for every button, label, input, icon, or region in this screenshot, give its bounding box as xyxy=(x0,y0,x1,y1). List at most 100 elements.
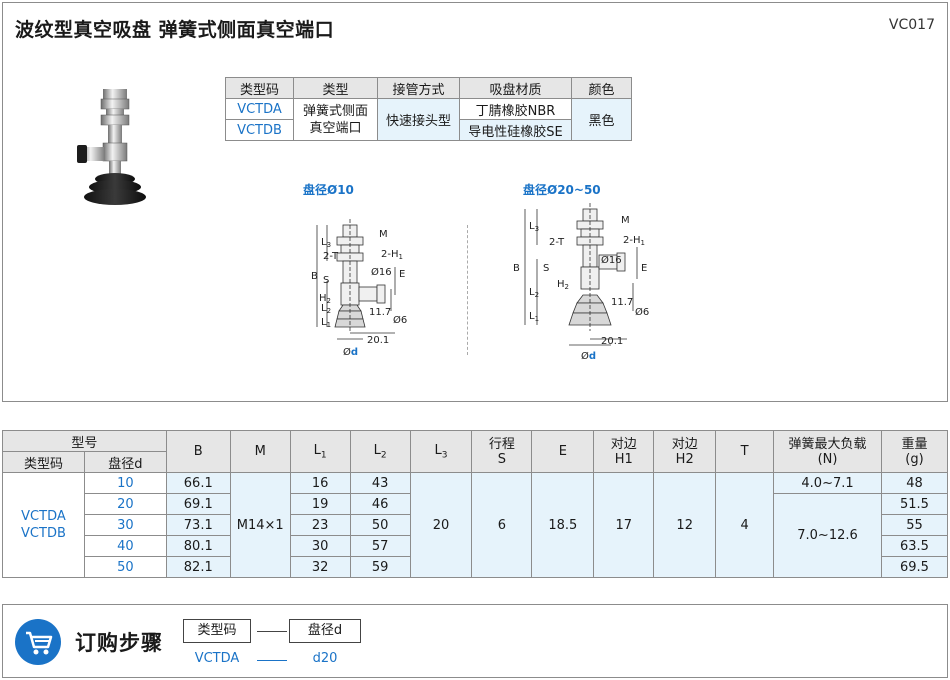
cell-L2: 50 xyxy=(349,514,411,536)
dim-d-right: Ød xyxy=(581,350,596,362)
cell-d: 10 xyxy=(83,472,167,494)
cell-B: 69.1 xyxy=(165,493,231,515)
cell-L2: 57 xyxy=(349,535,411,557)
spec-header-type: 类型 xyxy=(293,77,378,99)
cell-L1: 16 xyxy=(289,472,351,494)
cart-icon xyxy=(15,619,61,665)
dim-L3-left: L3 xyxy=(321,237,331,249)
header-B: B xyxy=(165,430,231,473)
cell-M: M14×1 xyxy=(229,472,291,578)
dim-L3-right: L3 xyxy=(529,221,539,233)
header-model: 型号 xyxy=(2,430,167,452)
table-row: 30 73.1 23 50 55 xyxy=(3,514,949,536)
dim-d6-left: Ø6 xyxy=(393,314,407,326)
order-panel: 订购步骤 类型码 盘径d VCTDA d20 xyxy=(2,604,948,678)
dim-S-left: S xyxy=(323,275,329,286)
cell-B: 80.1 xyxy=(165,535,231,557)
order-title: 订购步骤 xyxy=(75,631,163,655)
spec-material-se: 导电性硅橡胶SE xyxy=(459,119,572,141)
dim-L1-right: L1 xyxy=(529,311,539,323)
cell-H1: 17 xyxy=(593,472,655,578)
cell-L2: 46 xyxy=(349,493,411,515)
product-panel: 波纹型真空吸盘 弹簧式侧面真空端口 VC017 xyxy=(2,2,948,402)
dim-d16-right: Ø16 xyxy=(601,254,622,266)
spec-table: 类型码 类型 接管方式 吸盘材质 颜色 VCTDA 弹簧式侧面 真空端口 快速接… xyxy=(225,77,632,141)
spec-type: 弹簧式侧面 真空端口 xyxy=(293,98,378,141)
cell-d: 20 xyxy=(83,493,167,515)
order-example-type-code: VCTDA xyxy=(194,651,240,666)
cell-B: 73.1 xyxy=(165,514,231,536)
dim-M-right: M xyxy=(621,215,630,226)
spec-header-connection: 接管方式 xyxy=(377,77,460,99)
cell-L2: 43 xyxy=(349,472,411,494)
dim-L2-right: L2 xyxy=(529,287,539,299)
cell-L1: 23 xyxy=(289,514,351,536)
cell-d: 40 xyxy=(83,535,167,557)
dim-S-right: S xyxy=(543,263,549,274)
cell-B: 82.1 xyxy=(165,556,231,578)
header-L1: L1 xyxy=(289,430,351,473)
dim-H2-right: H2 xyxy=(557,279,569,291)
order-connector xyxy=(257,631,287,632)
dim-201-left: 20.1 xyxy=(367,335,389,346)
dim-d6-right: Ø6 xyxy=(635,306,649,318)
header-E: E xyxy=(531,430,595,473)
spec-type-line1: 弹簧式侧面 xyxy=(302,103,368,119)
dim-L2-left: L2 xyxy=(321,303,331,315)
dim-H1-right: 2-H1 xyxy=(623,235,645,247)
dim-201-right: 20.1 xyxy=(601,336,623,347)
cell-T: 4 xyxy=(715,472,775,578)
cell-H2: 12 xyxy=(653,472,717,578)
header-T: T xyxy=(715,430,775,473)
cell-load: 7.0~12.6 xyxy=(773,493,882,578)
cell-L1: 32 xyxy=(289,556,351,578)
header-type-code: 类型码 xyxy=(2,451,85,473)
spec-header-color: 颜色 xyxy=(571,77,632,99)
table-row: 50 82.1 32 59 69.5 xyxy=(3,556,949,578)
header-L2: L2 xyxy=(349,430,411,473)
dim-M-left: M xyxy=(379,229,388,240)
cell-weight: 48 xyxy=(880,472,949,494)
order-example-connector xyxy=(257,660,287,661)
spec-type-code-a: VCTDA xyxy=(225,98,294,120)
spec-connection: 快速接头型 xyxy=(377,98,460,141)
cell-weight: 55 xyxy=(880,514,949,536)
order-field-type-code: 类型码 xyxy=(183,619,251,643)
cell-weight: 63.5 xyxy=(880,535,949,557)
spec-material-nbr: 丁腈橡胶NBR xyxy=(459,98,572,120)
drawing-separator xyxy=(467,225,468,355)
dim-L1-left: L1 xyxy=(321,317,331,329)
cell-L3: 20 xyxy=(409,472,473,578)
dim-T-left: 2-T xyxy=(323,251,339,262)
cell-L1: 30 xyxy=(289,535,351,557)
spec-color: 黑色 xyxy=(571,98,632,141)
drawing-d20-50: B L3 L2 L1 2-T S H2 M 2-H1 Ø16 E 11.7 Ø6… xyxy=(513,203,649,362)
page-title: 波纹型真空吸盘 弹簧式侧面真空端口 xyxy=(15,19,335,41)
spec-type-line2: 真空端口 xyxy=(309,120,362,136)
drawing-label-d10: 盘径Ø10 xyxy=(303,183,354,197)
spec-header-material: 吸盘材质 xyxy=(459,77,572,99)
cell-d: 30 xyxy=(83,514,167,536)
cell-L2: 59 xyxy=(349,556,411,578)
cell-S: 6 xyxy=(471,472,533,578)
dim-T-right: 2-T xyxy=(549,237,565,248)
dim-H1-left: 2-H1 xyxy=(381,249,403,261)
dim-B-left: B xyxy=(311,271,318,282)
spec-type-code-b: VCTDB xyxy=(225,119,294,141)
table-row: 20 69.1 19 46 7.0~12.6 51.5 xyxy=(3,493,949,578)
dim-d-left: Ød xyxy=(343,346,358,358)
spec-header-type-code: 类型码 xyxy=(225,77,294,99)
dim-H2-left: H2 xyxy=(319,293,331,305)
order-example-diameter: d20 xyxy=(312,651,338,666)
cell-load: 4.0~7.1 xyxy=(773,472,882,494)
dim-d16-left: Ø16 xyxy=(371,266,392,278)
page-code: VC017 xyxy=(888,17,935,33)
drawing-label-d20-50: 盘径Ø20~50 xyxy=(523,183,601,197)
dim-117-left: 11.7 xyxy=(369,307,391,318)
